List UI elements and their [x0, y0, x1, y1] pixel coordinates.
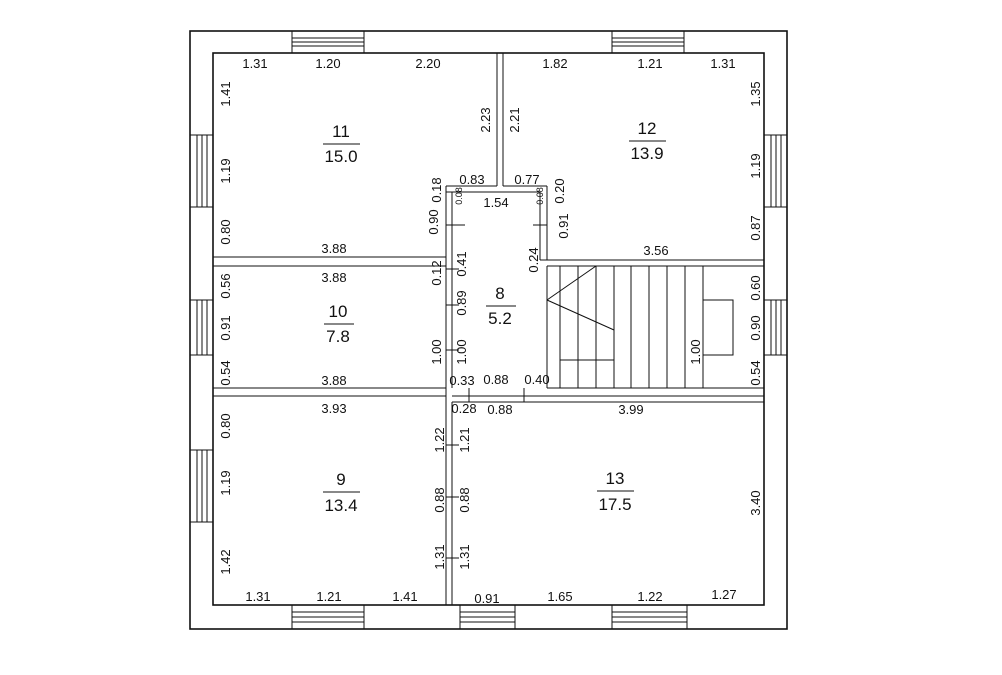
dim-028: 0.28	[451, 401, 476, 416]
dim-top-2: 1.20	[315, 56, 340, 71]
dim-stair-100: 1.00	[688, 339, 703, 364]
dim-040: 0.40	[524, 372, 549, 387]
room-11-area: 15.0	[324, 147, 357, 166]
dim-041: 0.41	[454, 251, 469, 276]
dim-top-6: 1.31	[710, 56, 735, 71]
dim-033: 0.33	[449, 373, 474, 388]
dim-088-b: 0.88	[487, 402, 512, 417]
window-top-right	[611, 30, 685, 54]
dim-right-054: 0.54	[748, 360, 763, 385]
dim-left-9a: 0.80	[218, 413, 233, 438]
dim-left-9c: 1.42	[218, 549, 233, 574]
dim-bottom-5: 1.65	[547, 589, 572, 604]
dim-top-5: 1.21	[637, 56, 662, 71]
dim-393: 3.93	[321, 401, 346, 416]
dim-100-b: 1.00	[454, 339, 469, 364]
dim-221: 2.21	[507, 107, 522, 132]
room-13-number: 13	[606, 469, 625, 488]
dim-024: 0.24	[526, 247, 541, 272]
dim-008-a: 0.08	[454, 187, 464, 205]
dim-bottom-4: 0.91	[474, 591, 499, 606]
vertical-dimension-labels: 1.41 1.19 0.80 1.35 1.19 0.87 2.23 2.21 …	[218, 81, 763, 574]
dim-089: 0.89	[454, 290, 469, 315]
dim-356: 3.56	[643, 243, 668, 258]
dim-left-10a: 0.56	[218, 273, 233, 298]
dim-left-11c: 0.80	[218, 219, 233, 244]
dim-122: 1.22	[432, 427, 447, 452]
window-right-top	[763, 134, 788, 208]
dim-018: 0.18	[429, 177, 444, 202]
room-12-area: 13.9	[630, 144, 663, 163]
tick-marks	[446, 224, 547, 559]
dim-left-10b: 0.91	[218, 315, 233, 340]
staircase	[546, 265, 734, 388]
dim-bottom-2: 1.21	[316, 589, 341, 604]
room-8-number: 8	[495, 284, 504, 303]
dim-388-c: 3.88	[321, 373, 346, 388]
room-11-number: 11	[332, 122, 350, 141]
dim-008-b: 0.08	[535, 187, 545, 205]
dim-088-c: 0.88	[432, 487, 447, 512]
dim-left-11a: 1.41	[218, 81, 233, 106]
dim-right-13: 3.40	[748, 490, 763, 515]
dim-223: 2.23	[478, 107, 493, 132]
room-8-area: 5.2	[488, 309, 512, 328]
room-10-number: 10	[329, 302, 348, 321]
dim-right-12a: 1.35	[748, 81, 763, 106]
dim-154: 1.54	[483, 195, 508, 210]
room-12-number: 12	[638, 119, 657, 138]
dim-020: 0.20	[552, 178, 567, 203]
window-right-middle	[763, 299, 788, 356]
dim-077: 0.77	[514, 172, 539, 187]
dim-top-3: 2.20	[415, 56, 440, 71]
dim-top-1: 1.31	[242, 56, 267, 71]
dim-right-060: 0.60	[748, 275, 763, 300]
dim-100-a: 1.00	[429, 339, 444, 364]
dim-131-b: 1.31	[457, 544, 472, 569]
dim-131-a: 1.31	[432, 544, 447, 569]
dim-right-12c: 0.87	[748, 215, 763, 240]
dim-bottom-6: 1.22	[637, 589, 662, 604]
dim-388-b: 3.88	[321, 270, 346, 285]
dim-121: 1.21	[457, 427, 472, 452]
room-9-area: 13.4	[324, 496, 357, 515]
room-10-area: 7.8	[326, 327, 350, 346]
window-bottom-middle	[459, 604, 516, 630]
window-top-left	[291, 30, 365, 54]
dim-bottom-1: 1.31	[245, 589, 270, 604]
interior-walls	[213, 53, 764, 605]
dim-left-9b: 1.19	[218, 470, 233, 495]
dim-top-4: 1.82	[542, 56, 567, 71]
dim-012: 0.12	[429, 260, 444, 285]
room-9-number: 9	[336, 470, 345, 489]
dim-091: 0.91	[556, 213, 571, 238]
inner-wall	[212, 52, 765, 606]
dim-right-12b: 1.19	[748, 153, 763, 178]
room-13-area: 17.5	[598, 495, 631, 514]
window-bottom-right	[611, 604, 688, 630]
dim-left-10c: 0.54	[218, 360, 233, 385]
dim-399: 3.99	[618, 402, 643, 417]
dim-088-a: 0.88	[483, 372, 508, 387]
dim-388-a: 3.88	[321, 241, 346, 256]
dim-090: 0.90	[426, 209, 441, 234]
window-bottom-left	[291, 604, 365, 630]
dim-088-d: 0.88	[457, 487, 472, 512]
dim-left-11b: 1.19	[218, 158, 233, 183]
dim-083: 0.83	[459, 172, 484, 187]
dimension-labels: 1.31 1.20 2.20 1.82 1.21 1.31 0.83 0.77 …	[242, 56, 736, 606]
window-left-top	[189, 134, 214, 208]
dim-bottom-3: 1.41	[392, 589, 417, 604]
window-left-bottom	[189, 449, 214, 523]
dim-right-090: 0.90	[748, 315, 763, 340]
window-left-middle	[189, 299, 214, 356]
dim-bottom-7: 1.27	[711, 587, 736, 602]
